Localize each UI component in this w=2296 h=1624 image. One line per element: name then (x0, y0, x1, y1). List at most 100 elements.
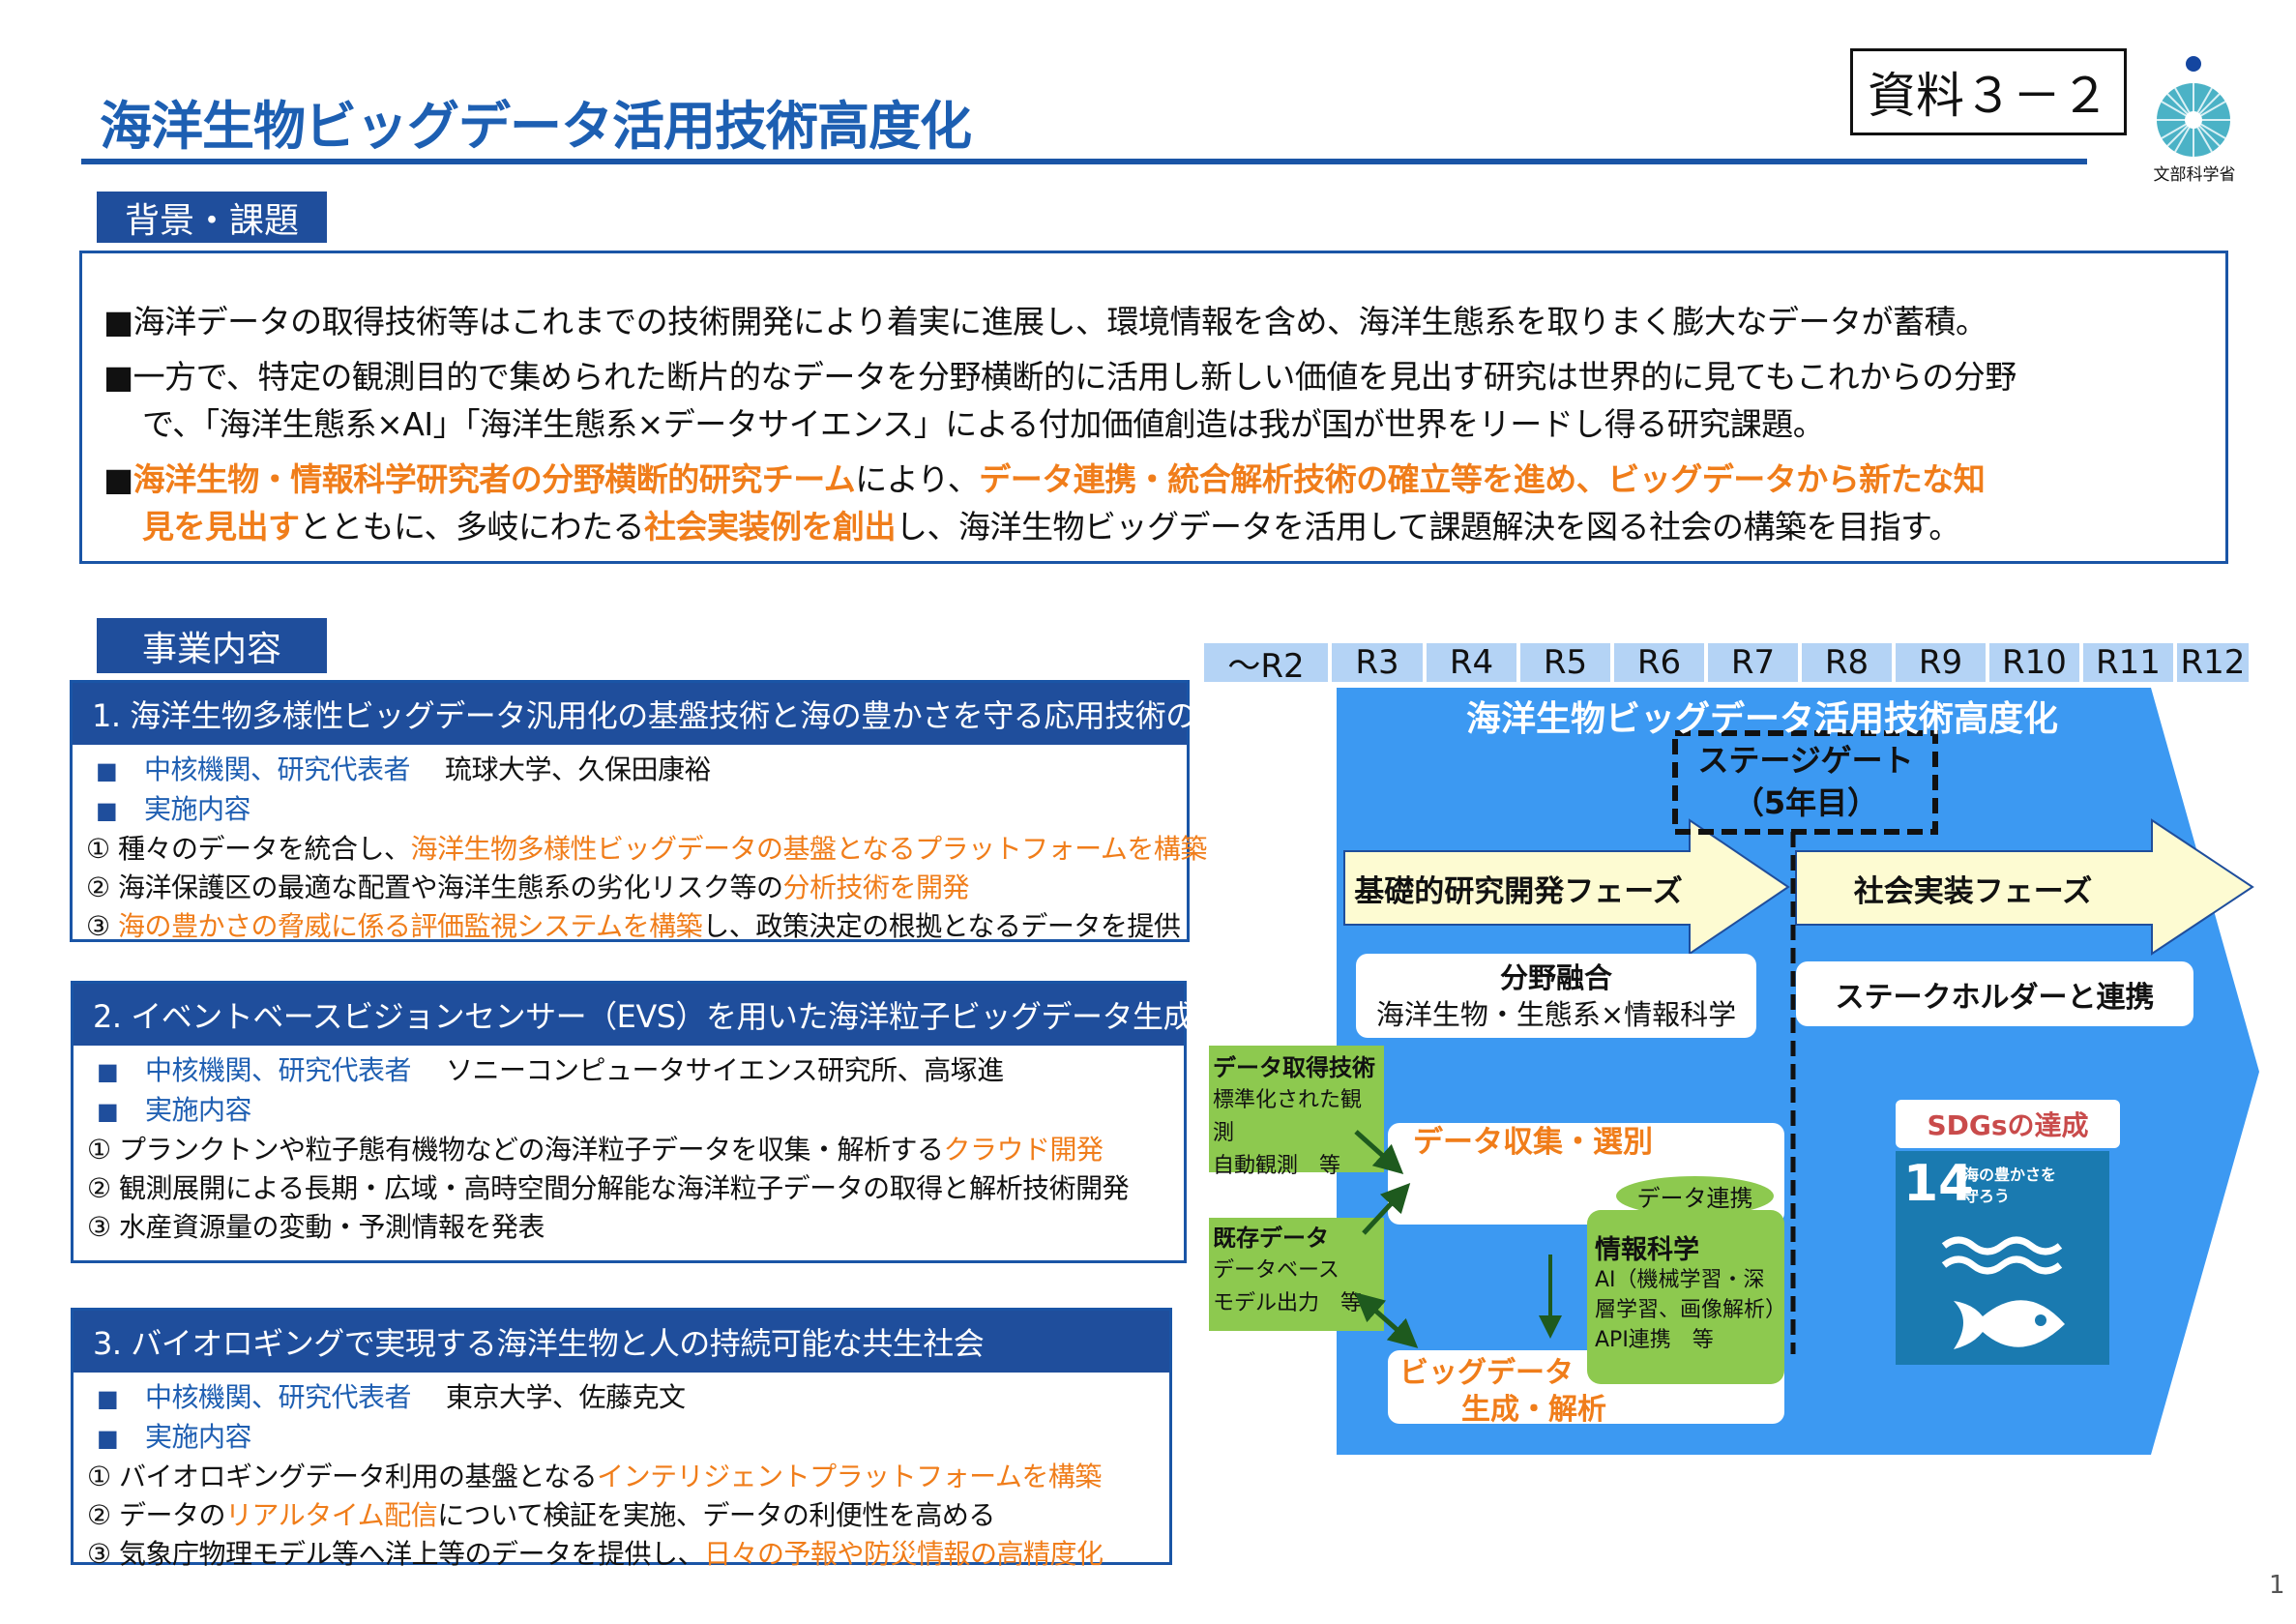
square-bullet-icon: ■ (97, 1098, 119, 1125)
collect-label: データ収集・選別 (1413, 1125, 1653, 1160)
content-item: ② 海洋保護区の最適な配置や海洋生態系の劣化リスク等の分析技術を開発 (86, 869, 1187, 907)
year-cell: R7 (1708, 643, 1798, 682)
text: し、政策決定の根拠となるデータを提供 (702, 910, 1181, 942)
acquisition-box: データ取得技術 標準化された観測 自動観測 等 (1209, 1046, 1384, 1178)
square-bullet-icon: ■ (97, 1425, 119, 1452)
phase1-label: 基礎的研究開発フェーズ (1354, 874, 1683, 909)
text: ① バイオロギングデータ利用の基盤となる (87, 1461, 598, 1492)
lead-value: 東京大学、佐藤克文 (446, 1381, 686, 1413)
phase2-label: 社会実装フェーズ (1853, 874, 2093, 909)
data-link-ellipse: データ連携 (1616, 1176, 1774, 1216)
sdg-text: 海の豊かさを守ろう (1963, 1165, 2056, 1207)
text: とともに、多岐にわたる (299, 508, 645, 546)
background-line: ■海洋データの取得技術等はこれまでの技術開発により着実に進展し、環境情報を含め、… (103, 303, 1987, 340)
square-bullet-icon: ■ (96, 757, 118, 784)
year-cell: R12 (2177, 643, 2249, 682)
info-science-box: 情報科学 AI（機械学習・深 層学習、画像解析） API連携 等 (1587, 1210, 1787, 1384)
content-item: ② 観測展開による長期・広域・高時空間分解能な海洋粒子データの取得と解析技術開発 (87, 1169, 1184, 1208)
project-box: 1. 海洋生物多様性ビッグデータ汎用化の基盤技術と海の豊かさを守る応用技術の開発… (70, 680, 1257, 942)
year-cell: R11 (2083, 643, 2173, 682)
background-line: で、「海洋生態系×AI」「海洋生態系×データサイエンス」による付加価値創造は我が… (142, 405, 1825, 443)
square-bullet-icon: ■ (97, 1385, 119, 1412)
content-item: ③ 海の豊かさの脅威に係る評価監視システムを構築し、政策決定の根拠となるデータを… (86, 907, 1187, 946)
acquisition-item: 自動観測 等 (1213, 1154, 1341, 1178)
sdg-number: 14 (1903, 1155, 1974, 1213)
lead-label: 中核機関、研究代表者 (145, 1054, 412, 1086)
text: ② 観測展開による長期・広域・高時空間分解能な海洋粒子データの取得と解析技術開発 (87, 1172, 1130, 1204)
existing-item: データベース (1213, 1258, 1339, 1283)
sdgs-label: SDGsの達成 (1896, 1100, 2120, 1148)
stage-gate-year: （5年目） (1732, 784, 1879, 821)
project-box: 3. バイオロギングで実現する海洋生物と人の持続可能な共生社会 ■ 中核機関、研究代… (71, 1308, 1172, 1570)
project-title: 2. イベントベースビジョンセンサー（EVS）を用いた海洋粒子ビッグデータ生成 (74, 984, 1194, 1046)
lead-value: 琉球大学、久保田康裕 (445, 753, 712, 785)
info-item: API連携 等 (1595, 1328, 1714, 1352)
ministry-name: 文部科学省 (2153, 165, 2236, 185)
stakeholder-box: ステークホルダーと連携 (1796, 961, 2193, 1026)
text: ① プランクトンや粒子態有機物などの海洋粒子データを収集・解析する (87, 1134, 944, 1166)
project-title: 3. バイオロギングで実現する海洋生物と人の持続可能な共生社会 (74, 1311, 1169, 1373)
background-line: ■海洋生物・情報科学研究者の分野横断的研究チームにより、データ連携・統合解析技術… (103, 456, 2225, 503)
acquisition-title: データ取得技術 (1213, 1054, 1375, 1081)
stage-gate: ステージゲート （5年目） (1679, 739, 1932, 824)
year-cell: R6 (1614, 643, 1704, 682)
highlight: インテリジェントプラットフォームを構築 (597, 1461, 1102, 1492)
year-cell: ～R2 (1204, 643, 1328, 686)
bigdata-sublabel: 生成・解析 (1461, 1393, 1606, 1427)
highlight: リアルタイム配信 (225, 1499, 438, 1531)
square-bullet-icon: ■ (97, 1058, 119, 1085)
existing-title: 既存データ (1213, 1225, 1329, 1252)
lead-row: ■ 中核機関、研究代表者 東京大学、佐藤克文 (87, 1378, 1169, 1418)
text: ② 海洋保護区の最適な配置や海洋生態系の劣化リスク等の (86, 871, 783, 903)
text: ① 種々のデータを統合し、 (86, 833, 411, 865)
content-item: ① バイオロギングデータ利用の基盤となるインテリジェントプラットフォームを構築 (87, 1458, 1169, 1496)
fusion-box: 分野融合 海洋生物・生態系×情報科学 (1356, 954, 1756, 1038)
sdg-text-line: 海の豊かさを (1963, 1166, 2057, 1184)
content-item: ② データのリアルタイム配信について検証を実施、データの利便性を高める (87, 1496, 1169, 1535)
document-number: 資料３－２ (1850, 48, 2127, 135)
content-label: 実施内容 (145, 1094, 252, 1126)
background-box: ■海洋データの取得技術等はこれまでの技術開発により着実に進展し、環境情報を含め、… (79, 251, 2228, 564)
sdg-text-line: 守ろう (1963, 1187, 2011, 1205)
diagram-title: 海洋生物ビッグデータ活用技術高度化 (1465, 699, 2058, 739)
page-number: 1 (2269, 1571, 2285, 1600)
year-cell: R10 (1989, 643, 2079, 682)
highlight: 海洋生物多様性ビッグデータの基盤となるプラットフォームを構築 (410, 833, 1208, 865)
text: ③ 気象庁物理モデル等へ洋上等のデータを提供し、 (87, 1538, 705, 1570)
content-row: ■ 実施内容 (87, 1091, 1184, 1131)
lead-row: ■ 中核機関、研究代表者 ソニーコンピュータサイエンス研究所、高塚進 (87, 1051, 1184, 1091)
highlight: 海洋生物・情報科学研究者の分野横断的研究チーム (132, 460, 856, 498)
year-cell: R8 (1802, 643, 1892, 682)
project-title: 1. 海洋生物多様性ビッグデータ汎用化の基盤技術と海の豊かさを守る応用技術の開発 (73, 683, 1257, 745)
projects-tab: 事業内容 (97, 618, 327, 673)
square-bullet-icon: ■ (96, 797, 118, 824)
content-row: ■実施内容 (87, 1418, 1169, 1458)
background-line: ■一方で、特定の観測目的で集められた断片的なデータを分野横断的に活用し新しい価値… (103, 358, 2016, 396)
highlight: データ連携・統合解析技術の確立等を進め、ビッグデータから新たな知 (979, 460, 1986, 498)
acquisition-item: 標準化された観測 (1213, 1088, 1363, 1145)
stage-gate-label: ステージゲート (1697, 742, 1914, 779)
year-cell: R4 (1427, 643, 1516, 682)
lead-value: ソニーコンピュータサイエンス研究所、高塚進 (446, 1054, 1004, 1086)
content-item: ① プランクトンや粒子態有機物などの海洋粒子データを収集・解析するクラウド開発 (87, 1131, 1184, 1169)
lead-label: 中核機関、研究代表者 (145, 1381, 412, 1413)
ministry-logo-icon (2157, 56, 2230, 157)
year-cell: R3 (1332, 643, 1423, 682)
highlight: クラウド開発 (943, 1134, 1104, 1166)
info-item: AI（機械学習・深 (1595, 1268, 1765, 1292)
highlight: 社会実装例を創出 (644, 508, 897, 546)
info-title: 情報科学 (1595, 1235, 1699, 1265)
lead-label: 中核機関、研究代表者 (144, 753, 411, 785)
title-underline (81, 159, 2087, 164)
bullet: ■ (103, 460, 133, 498)
highlight: 分析技術を開発 (782, 871, 970, 903)
existing-data-box: 既存データ データベース モデル出力 等 (1209, 1218, 1384, 1331)
fusion-text: 海洋生物・生態系×情報科学 (1375, 998, 1737, 1031)
text: し、海洋生物ビッグデータを活用して課題解決を図る社会の構築を目指す。 (896, 508, 1960, 546)
text: ③ 水産資源量の変動・予測情報を発表 (87, 1211, 545, 1243)
fusion-title: 分野融合 (1499, 961, 1612, 994)
collect-box: データ収集・選別 (1388, 1123, 1784, 1225)
content-item: ③ 水産資源量の変動・予測情報を発表 (87, 1208, 1184, 1247)
info-item: 層学習、画像解析） (1595, 1298, 1787, 1322)
highlight: 見を見出す (142, 508, 300, 546)
